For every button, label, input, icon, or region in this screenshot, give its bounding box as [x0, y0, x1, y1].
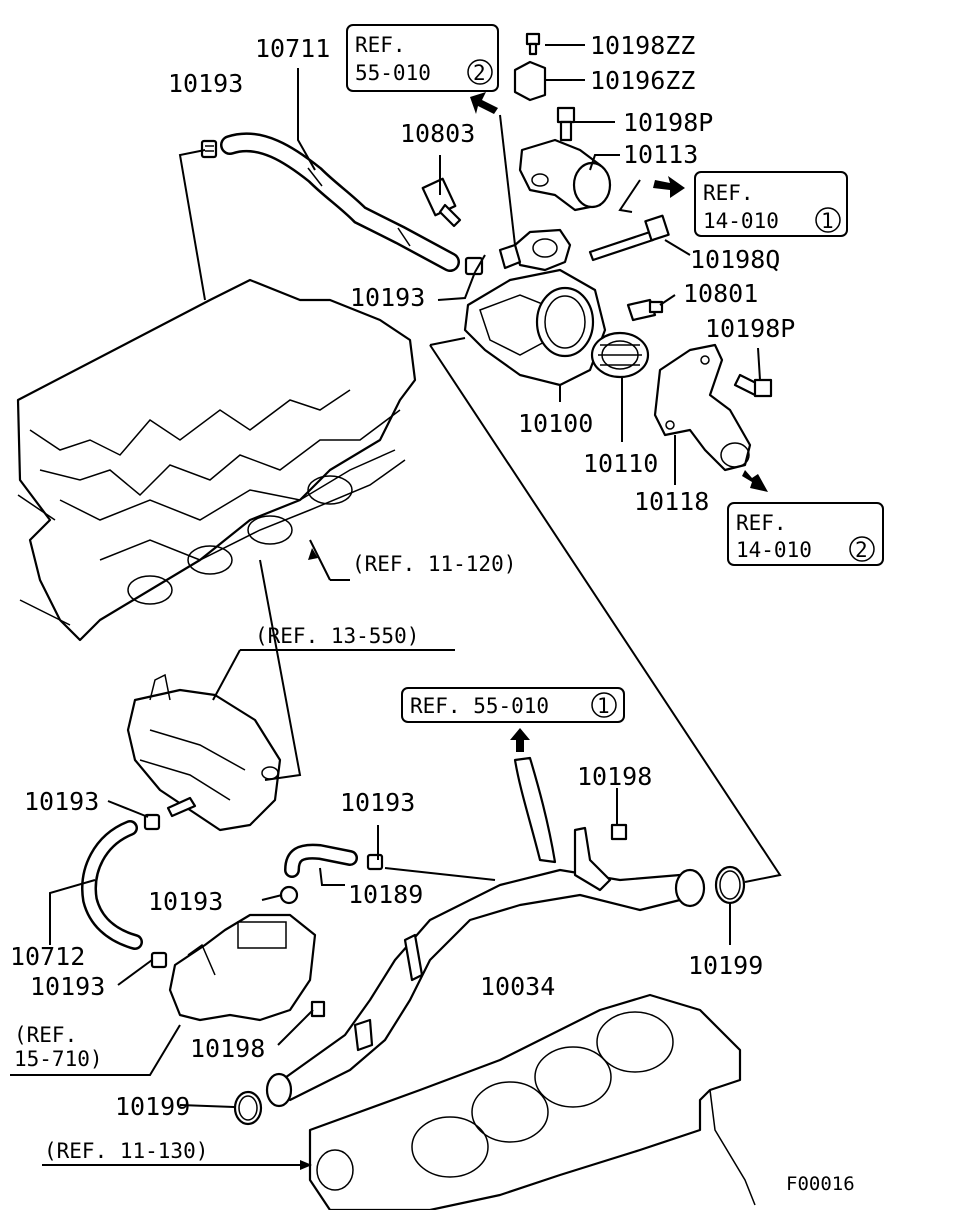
- ref-label-11-130: (REF. 11-130): [44, 1139, 208, 1163]
- part-label-10118: 10118: [634, 487, 709, 516]
- part-label-10100: 10100: [518, 409, 593, 438]
- part-label-10196ZZ: 10196ZZ: [590, 66, 695, 95]
- hose-10189: [284, 843, 358, 878]
- ref-label-13-550: (REF. 13-550): [255, 624, 419, 648]
- sensor-10801: [626, 298, 664, 322]
- ref-box-line2: 14-010: [703, 209, 779, 233]
- part-labels: 10711 10193 10803 10193 10198ZZ 10196ZZ …: [10, 31, 795, 1121]
- cylinder-block: [308, 993, 756, 1210]
- part-label-10199: 10199: [688, 951, 763, 980]
- ref-box-num: 2: [855, 538, 868, 562]
- bolt-10198Q: [588, 214, 670, 262]
- part-label-10198: 10198: [577, 762, 652, 791]
- cylinder-head: [16, 278, 417, 642]
- gaskets-10199: [233, 865, 746, 1126]
- part-label-10198Q: 10198Q: [690, 245, 780, 274]
- throttle-body: [126, 673, 282, 832]
- part-label-10711: 10711: [255, 34, 330, 63]
- part-label-10189: 10189: [348, 880, 423, 909]
- water-pipe: [265, 756, 706, 1108]
- thermostat-housing: [463, 228, 607, 387]
- arrows: [300, 92, 768, 1170]
- part-label-10034: 10034: [480, 972, 555, 1001]
- arrow-icon: [308, 548, 318, 560]
- diagram-code: F00016: [786, 1173, 855, 1195]
- part-label-10113: 10113: [623, 140, 698, 169]
- leader-lines: [10, 44, 782, 1166]
- ref-box-line2: 55-010: [355, 61, 431, 85]
- bolt-10198P-top: [556, 106, 576, 142]
- part-label-10198ZZ: 10198ZZ: [590, 31, 695, 60]
- part-label-10712: 10712: [10, 942, 85, 971]
- ref-label-15-710: 15-710): [14, 1047, 103, 1071]
- sensor-10803: [421, 177, 462, 228]
- clip-10193-top: [200, 139, 218, 159]
- water-inlet-10118: [653, 343, 752, 472]
- arrow-icon: [300, 1160, 312, 1170]
- arrow-icon: [742, 470, 768, 492]
- part-label-10198: 10198: [190, 1034, 265, 1063]
- ref-box-line1: REF.: [736, 511, 787, 535]
- part-label-10803: 10803: [400, 119, 475, 148]
- ref-box-line1: REF. 55-010: [410, 694, 549, 718]
- ref-box-line2: 14-010: [736, 538, 812, 562]
- hose-10711: [220, 132, 460, 272]
- ref-label-15-710: (REF.: [14, 1023, 77, 1047]
- part-label-10193: 10193: [168, 69, 243, 98]
- arrow-icon: [510, 728, 530, 752]
- hose-10712: [81, 820, 143, 950]
- bracket-10196ZZ: [513, 60, 547, 102]
- part-label-10198P: 10198P: [705, 314, 795, 343]
- ref-box-num: 1: [597, 694, 610, 718]
- water-outlet-10113: [518, 138, 612, 212]
- part-label-10110: 10110: [583, 449, 658, 478]
- arrow-icon: [653, 176, 685, 198]
- ref-box-line1: REF.: [703, 181, 754, 205]
- bolt-10198ZZ: [525, 32, 541, 56]
- part-label-10193: 10193: [148, 887, 223, 916]
- part-label-10801: 10801: [683, 279, 758, 308]
- part-label-10199: 10199: [115, 1092, 190, 1121]
- part-label-10193: 10193: [24, 787, 99, 816]
- ref-box-55-010-1: REF. 55-010 1: [401, 687, 625, 723]
- ref-label-11-120: (REF. 11-120): [352, 552, 516, 576]
- thermostat-case-lower: [168, 913, 317, 1022]
- part-label-10198P: 10198P: [623, 108, 713, 137]
- part-label-10193: 10193: [350, 283, 425, 312]
- ref-box-14-010-2: REF. 14-010 2: [727, 502, 884, 566]
- thermostat-10110: [590, 331, 650, 379]
- ref-box-num: 1: [821, 209, 834, 233]
- bolt-10198P-mid: [733, 373, 773, 398]
- part-label-10193: 10193: [340, 788, 415, 817]
- ref-box-line1: REF.: [355, 33, 406, 57]
- ref-box-14-010-1: REF. 14-010 1: [694, 171, 848, 237]
- ref-box-num: 2: [473, 61, 486, 85]
- small-clips-lower: [143, 813, 628, 1018]
- ref-box-55-010-2: REF. 55-010 2: [346, 24, 499, 92]
- part-label-10193: 10193: [30, 972, 105, 1001]
- arrow-icon: [470, 92, 498, 114]
- ref-labels: (REF. 11-120) (REF. 13-550) (REF. 15-710…: [14, 552, 516, 1163]
